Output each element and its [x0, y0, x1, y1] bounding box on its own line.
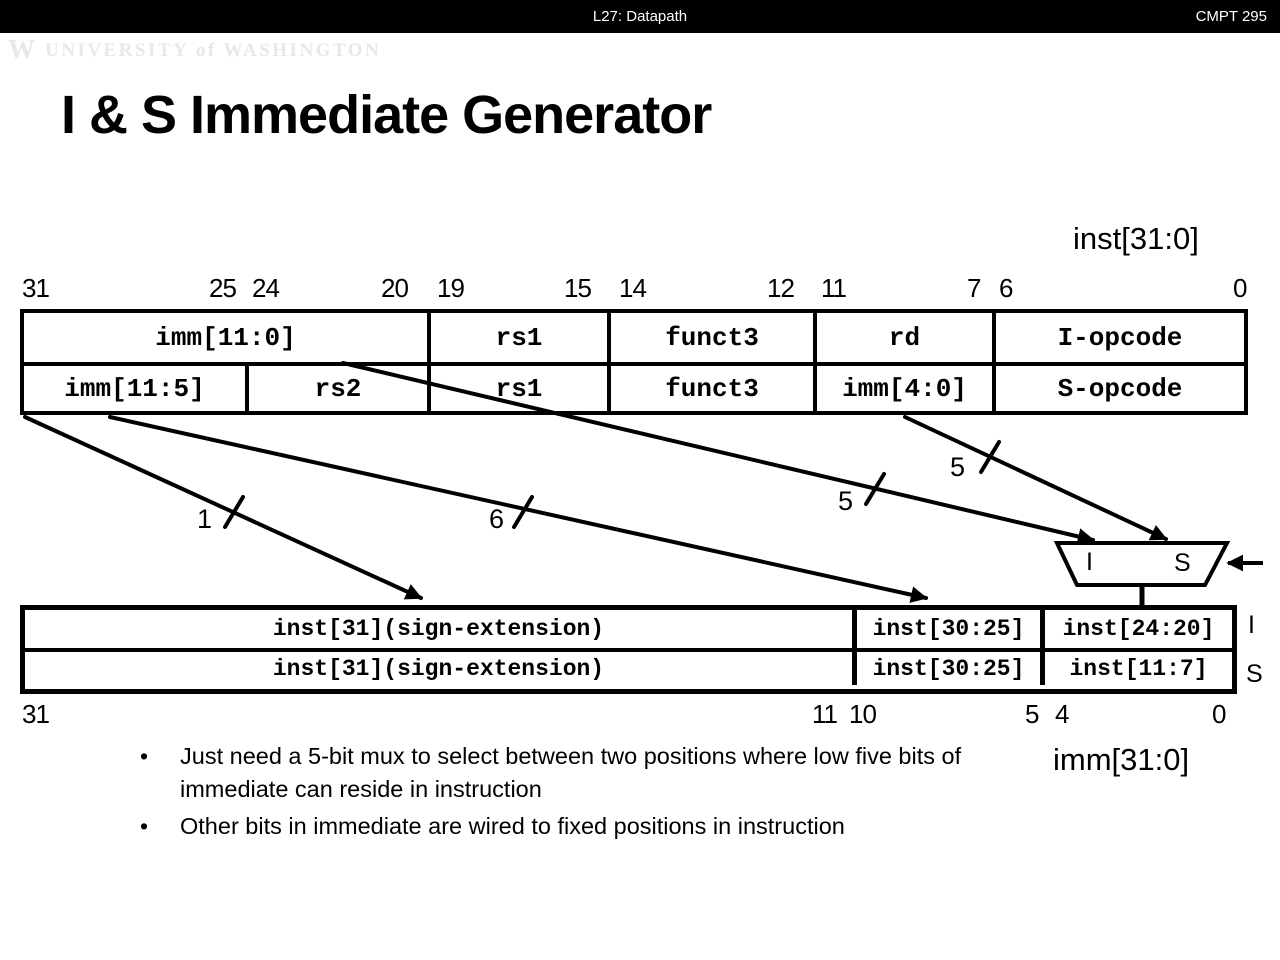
slash-tick-5i: [864, 472, 886, 506]
cell-imm-i-signext: inst[31](sign-extension): [272, 616, 605, 642]
cell-s-rs2: rs2: [245, 366, 427, 411]
bus-width-1: 1: [197, 504, 213, 534]
bit-label-14: 14: [619, 273, 647, 303]
cell-i-rd: rd: [813, 313, 992, 362]
cell-imm-i-mid: inst[30:25]: [852, 610, 1040, 648]
bit-label-31: 31: [22, 273, 50, 303]
bit-label-24: 24: [252, 273, 280, 303]
page-title: I & S Immediate Generator: [61, 85, 712, 145]
bullet-text-2: Other bits in immediate are wired to fix…: [180, 813, 845, 839]
row-tag-s: S: [1246, 660, 1263, 688]
cell-i-imm: imm[11:0]: [155, 322, 296, 353]
university-logo: W UNIVERSITY of WASHINGTON: [8, 34, 381, 65]
bit-label-6: 6: [999, 273, 1014, 303]
bit-label-0: 0: [1233, 273, 1248, 303]
bit-label-12: 12: [767, 273, 795, 303]
bit-label-25: 25: [209, 273, 237, 303]
imm-bit-label-11: 11: [812, 699, 838, 729]
wire-sign-bit: [23, 415, 423, 600]
cell-imm-i-low: inst[24:20]: [1040, 610, 1232, 648]
lecture-title: L27: Datapath: [592, 8, 688, 25]
imm-bit-label-10: 10: [849, 699, 877, 729]
cell-s-immhi: imm[11:5]: [64, 373, 205, 404]
slash-tick-1: [223, 495, 245, 529]
s-type-row: imm[11:5] rs2 rs1 funct3 imm[4:0] S-opco…: [24, 362, 1244, 411]
row-tag-i: I: [1248, 611, 1255, 639]
slash-tick-5s: [979, 440, 1001, 474]
inst-bus-label: inst[31:0]: [1073, 221, 1199, 256]
imm-s-row: inst[31](sign-extension) inst[30:25] ins…: [25, 648, 1232, 685]
wire-mid-bits: [108, 415, 928, 603]
cell-imm-s-mid: inst[30:25]: [852, 652, 1040, 685]
imm-bus-label: imm[31:0]: [1053, 742, 1190, 777]
slash-tick-6: [512, 495, 534, 529]
i-type-row: imm[11:0] rs1 funct3 rd I-opcode: [24, 313, 1244, 362]
bit-label-11: 11: [821, 273, 847, 303]
bus-width-5-s: 5: [950, 452, 966, 482]
bus-width-6: 6: [489, 504, 505, 534]
top-bar: L27: Datapath CMPT 295: [0, 0, 1280, 33]
cell-i-rs1: rs1: [427, 313, 607, 362]
imm-bit-label-5: 5: [1025, 699, 1040, 729]
cell-s-funct3: funct3: [607, 366, 813, 411]
notes-list: • Just need a 5-bit mux to select betwee…: [140, 740, 970, 843]
course-code: CMPT 295: [1195, 8, 1267, 25]
cell-i-opcode: I-opcode: [992, 313, 1244, 362]
bus-width-5-i: 5: [838, 486, 854, 516]
cell-s-opcode: S-opcode: [992, 366, 1244, 411]
university-w-icon: W: [8, 34, 35, 64]
bit-label-15: 15: [564, 273, 592, 303]
mux-s-port-label: S: [1174, 549, 1191, 577]
imm-bit-label-31: 31: [22, 699, 50, 729]
imm-bit-label-4: 4: [1055, 699, 1070, 729]
bullet-icon: •: [140, 813, 149, 839]
cell-s-immlo: imm[4:0]: [813, 366, 992, 411]
cell-imm-s-signext: inst[31](sign-extension): [272, 655, 605, 682]
wire-s-low-bits: [903, 415, 1168, 541]
cell-imm-s-low: inst[11:7]: [1040, 652, 1232, 685]
bit-label-7: 7: [967, 273, 982, 303]
immediate-output-table: inst[31](sign-extension) inst[30:25] ins…: [20, 605, 1237, 694]
imm-i-row: inst[31](sign-extension) inst[30:25] ins…: [25, 610, 1232, 648]
mux-i-port-label: I: [1086, 548, 1093, 576]
university-name: UNIVERSITY of WASHINGTON: [45, 40, 382, 61]
list-item: • Just need a 5-bit mux to select betwee…: [140, 740, 970, 806]
cell-i-funct3: funct3: [607, 313, 813, 362]
bit-label-20: 20: [381, 273, 409, 303]
list-item: • Other bits in immediate are wired to f…: [140, 810, 970, 843]
mux-shape: [1053, 541, 1231, 587]
bullet-text-1: Just need a 5-bit mux to select between …: [180, 743, 962, 802]
bullet-icon: •: [140, 743, 149, 769]
cell-s-rs1: rs1: [427, 366, 607, 411]
imm-bit-label-0: 0: [1212, 699, 1227, 729]
bit-label-19: 19: [437, 273, 465, 303]
instruction-format-table: imm[11:0] rs1 funct3 rd I-opcode imm[11:…: [20, 309, 1248, 415]
